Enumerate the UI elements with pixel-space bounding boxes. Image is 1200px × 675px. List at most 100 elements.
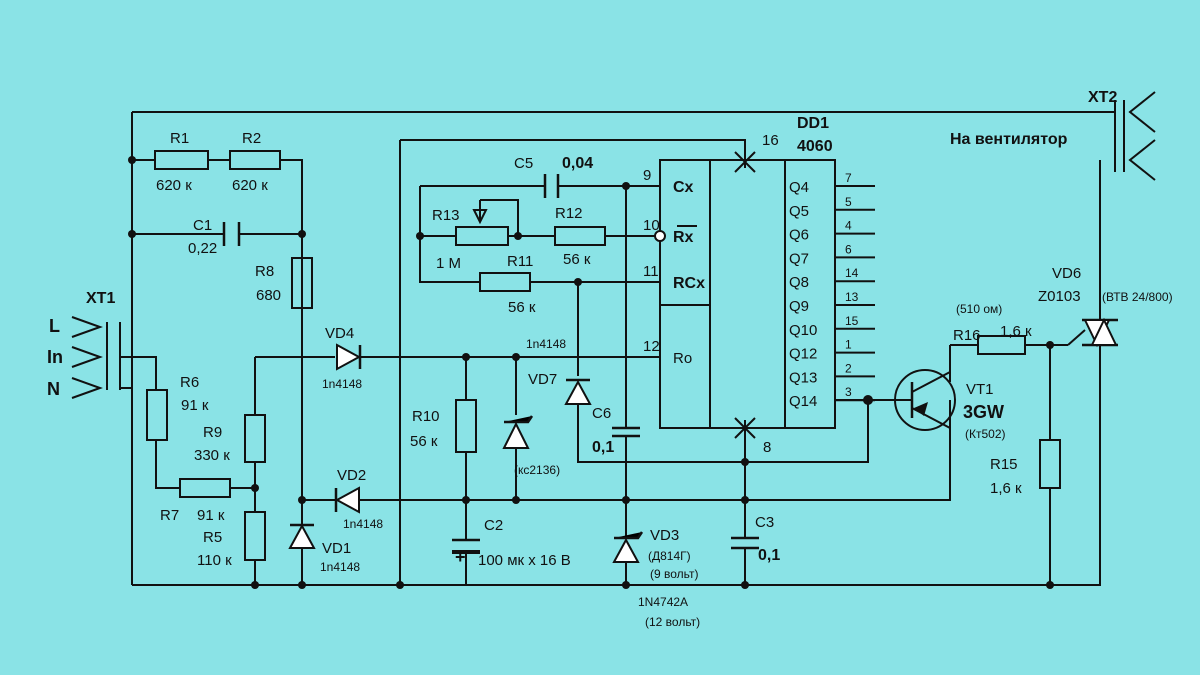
ic-output-q4: Q4 (789, 179, 809, 196)
diode-vd3-zener (612, 537, 640, 563)
capacitors: C1 0,22 C5 0,04 C6 0,1 + C2 100 мк х 16 … (188, 155, 780, 569)
resistor-r10 (455, 399, 477, 453)
c2-label: C2 (484, 517, 503, 534)
r11-label: R11 (507, 253, 533, 270)
triac-vd6: VD6 Z0103 (ВТВ 24/800) (1038, 265, 1173, 348)
vd7-label: VD7 (528, 371, 557, 388)
diodes: VD4 1n4148 VD2 1n4148 VD1 1n4148 VD7 1n4… (288, 325, 700, 629)
ic-output-q7: Q7 (789, 250, 809, 267)
r7-value: 91 к (197, 507, 225, 524)
ic-output-q10: Q10 (789, 322, 817, 339)
ic-output-pin-13: 13 (845, 290, 859, 304)
r1-value: 620 к (156, 177, 192, 194)
diode-vd1 (288, 523, 316, 549)
resistor-r2 (229, 150, 281, 170)
r15-value: 1,6 к (990, 480, 1022, 497)
c6-value: 0,1 (592, 439, 614, 456)
vd7-part: 1n4148 (526, 337, 566, 351)
vt1-part: 3GW (963, 402, 1004, 422)
ic-output-pin-1: 1 (845, 338, 852, 352)
ic-output-q8: Q8 (789, 274, 809, 291)
c5-label: C5 (514, 155, 533, 172)
ic-output-q13: Q13 (789, 369, 817, 386)
vd3-alt-note: (12 вольт) (645, 615, 700, 629)
vd6-label: VD6 (1052, 265, 1081, 282)
vd5-part: (кс2136) (514, 463, 560, 477)
ic-output-q9: Q9 (789, 298, 809, 315)
ic-pin-num-12: 12 (643, 338, 660, 355)
r5-value: 110 к (197, 552, 232, 569)
transistor-vt1: VT1 3GW (Кт502) (894, 345, 1006, 500)
diode-vd7 (564, 379, 592, 405)
r9-value: 330 к (194, 447, 230, 464)
ic-pin-num-11: 11 (643, 263, 659, 280)
diode-vd5-zener (502, 421, 530, 449)
r9-label: R9 (203, 424, 222, 441)
ic-pin-name-rcx: RCx (673, 275, 705, 292)
r11-value: 56 к (508, 299, 536, 316)
pin10-inversion (654, 230, 666, 242)
ic-pin-num-10: 10 (643, 217, 660, 234)
vd2-label: VD2 (337, 467, 366, 484)
r2-label: R2 (242, 130, 261, 147)
r1-label: R1 (170, 130, 189, 147)
ic-output-pin-3: 3 (845, 385, 852, 399)
resistor-r1 (154, 150, 209, 170)
c1-value: 0,22 (188, 240, 217, 257)
ic-output-pin-4: 4 (845, 219, 852, 233)
r6-label: R6 (180, 374, 199, 391)
junctions (128, 156, 1054, 589)
vd3-note: (9 вольт) (650, 567, 698, 581)
resistor-r11 (479, 272, 531, 292)
ic-output-q5: Q5 (789, 203, 809, 220)
resistor-r5 (244, 511, 266, 561)
wires (120, 111, 1115, 586)
vd6-note: (ВТВ 24/800) (1102, 290, 1173, 304)
pin-in-label: In (47, 347, 63, 367)
ic-pin-name-cx: Cx (673, 179, 694, 196)
resistor-r16 (977, 335, 1026, 355)
resistors: R1 620 к R2 620 к R8 680 R6 91 к R7 91 к… (146, 130, 1061, 569)
resistor-r8 (291, 257, 313, 309)
r10-value: 56 к (410, 433, 438, 450)
dd1-part: 4060 (797, 138, 833, 155)
r8-label: R8 (255, 263, 274, 280)
vd1-part: 1n4148 (320, 560, 360, 574)
resistor-r6 (146, 389, 168, 441)
ic-output-pin-14: 14 (845, 266, 859, 280)
c3-value: 0,1 (758, 547, 780, 564)
dd1-label: DD1 (797, 115, 829, 132)
vd1-label: VD1 (322, 540, 351, 557)
r5-label: R5 (203, 529, 222, 546)
capacitor-c1 (222, 222, 241, 246)
r6-value: 91 к (181, 397, 209, 414)
r13-label: R13 (432, 207, 460, 224)
r16-value: 1,6 к (1000, 323, 1032, 340)
c5-value: 0,04 (562, 155, 593, 172)
fan-label: На вентилятор (950, 131, 1068, 148)
resistor-r9 (244, 414, 266, 463)
vd4-label: VD4 (325, 325, 354, 342)
vd6-part: Z0103 (1038, 288, 1081, 305)
capacitor-c3 (731, 536, 759, 550)
xt2-connector: XT2 На вентилятор (950, 89, 1156, 181)
capacitor-c5 (543, 174, 560, 198)
r7-label: R7 (160, 507, 179, 524)
r16-label: R16 (953, 327, 981, 344)
vd2-part: 1n4148 (343, 517, 383, 531)
r13-value: 1 М (436, 255, 461, 272)
pin-l-label: L (49, 316, 60, 336)
ic-pin-name-rx: Rx (673, 229, 694, 246)
ic-output-pin-2: 2 (845, 361, 852, 375)
c6-label: C6 (592, 405, 611, 422)
c2-value: 100 мк х 16 В (478, 552, 571, 569)
xt1-label: XT1 (86, 290, 115, 307)
ic-output-pin-7: 7 (845, 171, 852, 185)
pin16-label: 16 (762, 132, 779, 149)
pin-n-label: N (47, 379, 60, 399)
ic-output-pin-15: 15 (845, 314, 859, 328)
r12-label: R12 (555, 205, 583, 222)
ic-output-q14: Q14 (789, 393, 817, 410)
